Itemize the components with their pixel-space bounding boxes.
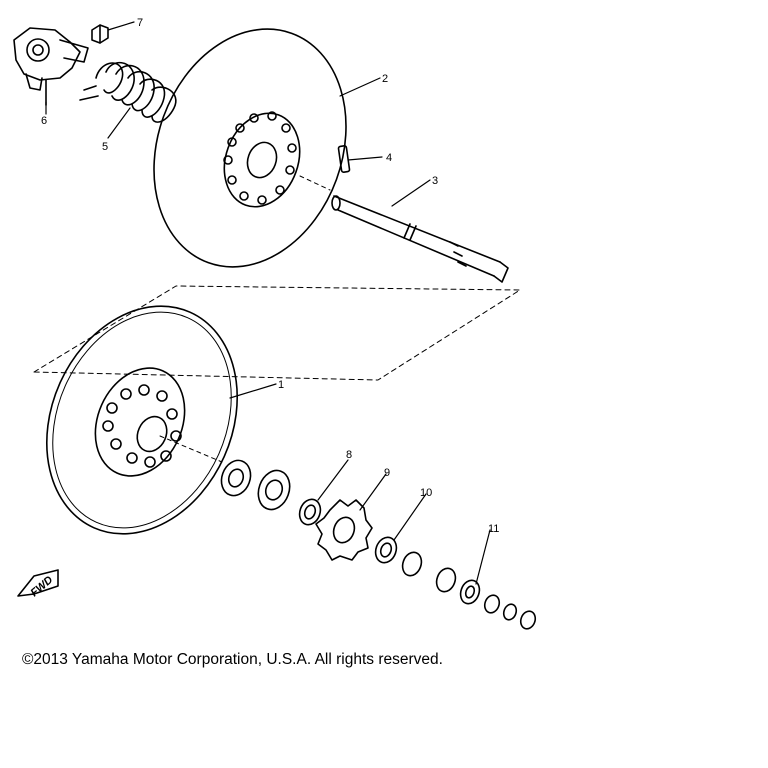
part-1-sheave (45, 305, 239, 535)
small-washers (483, 594, 537, 630)
part-7-nut (91, 24, 109, 44)
callout-10: 10 (420, 487, 432, 499)
washer-a (401, 551, 423, 577)
callout-11: 11 (488, 523, 499, 535)
fwd-arrow-icon (17, 569, 59, 597)
assembly-outline (33, 285, 521, 381)
callout-7: 7 (137, 17, 143, 29)
leader-lines (45, 21, 491, 585)
part-5-spring (79, 61, 177, 123)
callout-8: 8 (346, 449, 352, 461)
bearing-a (220, 459, 252, 497)
part-3-shaft (331, 195, 509, 283)
callout-1: 1 (278, 379, 284, 391)
callout-9: 9 (384, 467, 390, 479)
part-11-washer (459, 579, 481, 605)
callout-3: 3 (432, 175, 438, 187)
part-4-key (337, 145, 351, 173)
exploded-parts-diagram: 1 2 3 4 5 6 7 8 9 10 11 FWD (13, 17, 537, 630)
part-8-bushing (298, 498, 322, 526)
part-9-sprocket (315, 499, 373, 561)
part-10-collar (374, 536, 398, 564)
part-2-sheave-disc (153, 28, 347, 268)
callout-2: 2 (382, 73, 388, 85)
part-6-bracket (13, 27, 89, 106)
callout-4: 4 (386, 152, 392, 164)
callout-5: 5 (102, 141, 108, 153)
bearing-b (257, 469, 291, 511)
center-axis (299, 175, 331, 191)
callout-6: 6 (41, 115, 47, 127)
washer-b (435, 567, 457, 593)
copyright-notice: ©2013 Yamaha Motor Corporation, U.S.A. A… (22, 651, 443, 668)
